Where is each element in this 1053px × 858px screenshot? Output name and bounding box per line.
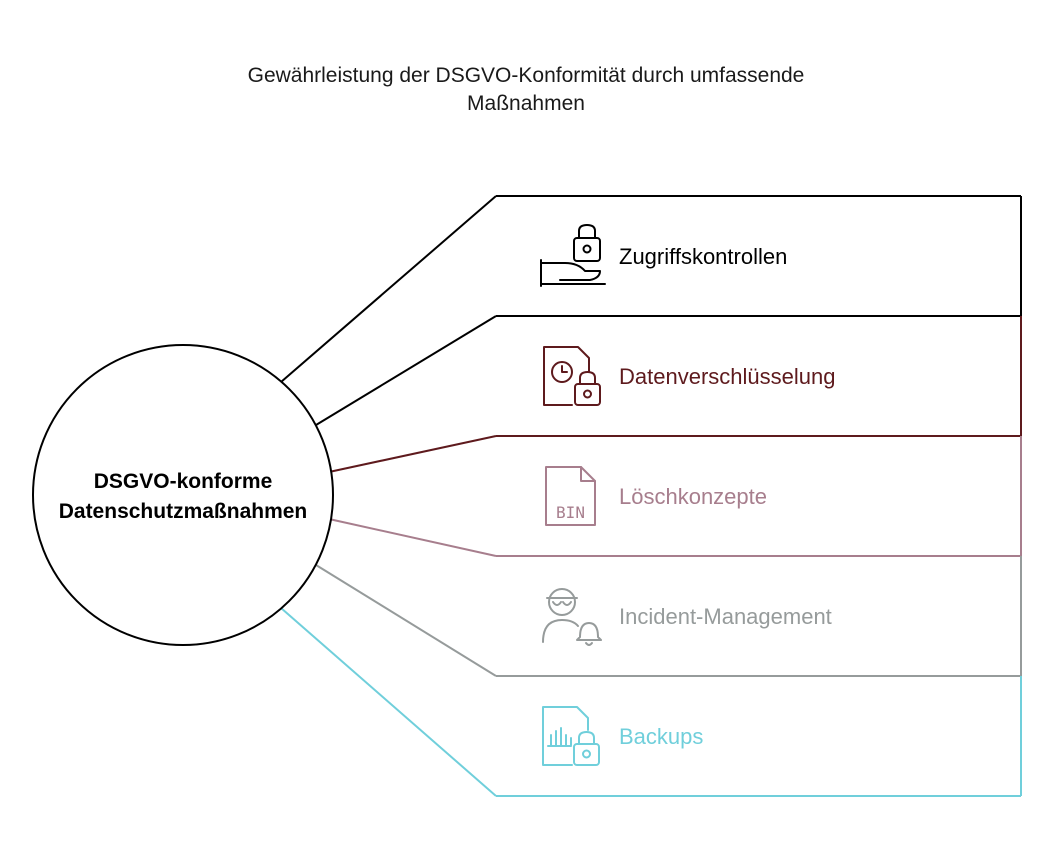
center-label-line-1: DSGVO-konforme	[94, 470, 273, 493]
chart-file-lock-icon	[542, 706, 600, 766]
item-label: Backups	[619, 724, 703, 749]
item-label: Incident-Management	[619, 604, 832, 629]
center-circle	[32, 344, 334, 646]
item-label: Zugriffskontrollen	[619, 244, 787, 269]
connector-incident-management	[328, 518, 497, 557]
center-label-line-2: Datenschutzmaßnahmen	[59, 500, 308, 523]
item-backups: Backups	[542, 706, 703, 766]
item-loeschkonzepte: BIN Löschkonzepte	[545, 466, 767, 526]
item-zugriffskontrollen: Zugriffskontrollen	[540, 224, 787, 287]
title-line-1: Gewährleistung der DSGVO-Konformität dur…	[247, 64, 805, 87]
connector-loeschkonzepte	[328, 435, 497, 473]
connector-datenverschluesselung	[315, 315, 497, 426]
diagram-title: Gewährleistung der DSGVO-Konformität dur…	[176, 62, 876, 118]
box-edges	[496, 195, 1022, 797]
bin-file-icon	[545, 466, 596, 526]
title-line-2: Maßnahmen	[467, 92, 585, 115]
connector-backups	[315, 564, 497, 677]
hand-lock-icon	[540, 224, 606, 287]
bin-icon-text: BIN	[556, 503, 585, 522]
item-datenverschluesselung: Datenverschlüsselung	[543, 346, 835, 406]
item-label: Löschkonzepte	[619, 484, 767, 509]
item-incident-management: Incident-Management	[542, 588, 832, 646]
item-label: Datenverschlüsselung	[619, 364, 835, 389]
agent-alarm-icon	[542, 588, 602, 646]
file-clock-lock-icon	[543, 346, 601, 406]
connector-zugriffskontrollen	[280, 195, 497, 383]
connector-bottom	[280, 607, 497, 797]
connectors	[280, 195, 497, 797]
